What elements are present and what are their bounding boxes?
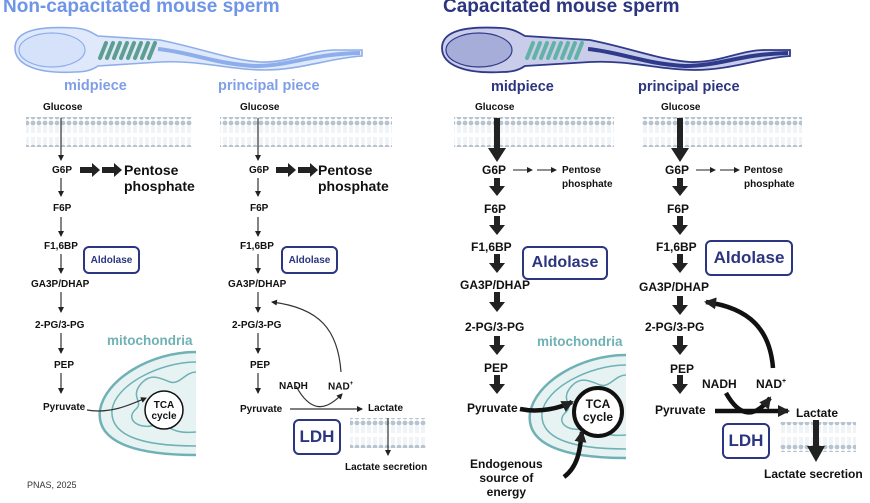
cofactor-nadh: NADH xyxy=(702,377,737,391)
tca-circle-left xyxy=(144,390,184,430)
enzyme-aldolase: Aldolase xyxy=(281,246,338,274)
endogenous-energy-label: Endogenous source of energy xyxy=(470,457,543,499)
enzyme-aldolase: Aldolase xyxy=(83,246,140,274)
metabolite-glucose: Glucose xyxy=(661,102,701,113)
metabolite-pyruvate: Pyruvate xyxy=(240,404,283,415)
metabolite-f16bp: F1,6BP xyxy=(44,241,78,252)
metabolite-2pg-3pg: 2-PG/3-PG xyxy=(465,320,525,334)
enzyme-aldolase: Aldolase xyxy=(705,240,793,276)
panel-title-capacitated: Capacitated mouse sperm xyxy=(443,0,680,17)
enzyme-aldolase: Aldolase xyxy=(522,246,608,280)
metabolite-f6p: F6P xyxy=(484,202,507,216)
sperm-illustration-capacitated xyxy=(441,26,791,74)
metabolite-ga3p-dhap: GA3P/DHAP xyxy=(228,279,287,290)
metabolite-ga3p-dhap: GA3P/DHAP xyxy=(31,279,90,290)
metabolite-2pg-3pg: 2-PG/3-PG xyxy=(232,320,282,331)
sperm-illustration-noncapacitated xyxy=(14,26,363,74)
pentose-phosphate-label: Pentose phosphate xyxy=(562,165,613,190)
metabolite-pep: PEP xyxy=(54,360,75,371)
metabolite-glucose: Glucose xyxy=(43,102,83,113)
pathway-arrows-right-principal xyxy=(671,118,825,462)
pentose-arrows-left-midpiece xyxy=(80,163,122,177)
pathway-arrows-right-midpiece xyxy=(488,118,506,394)
metabolite-f6p: F6P xyxy=(250,203,269,214)
metabolite-f16bp: F1,6BP xyxy=(471,240,512,254)
pentose-phosphate-label: Pentose phosphate xyxy=(124,162,195,194)
metabolite-pyruvate: Pyruvate xyxy=(655,403,706,417)
metabolite-pep: PEP xyxy=(250,360,271,371)
pentose-arrows-left-principal xyxy=(276,163,318,177)
mitochondria-label: mitochondria xyxy=(107,333,193,348)
lactate-secretion-label: Lactate secretion xyxy=(764,467,863,481)
membrane-right-principal xyxy=(642,117,802,147)
metabolite-f16bp: F1,6BP xyxy=(656,240,697,254)
metabolite-2pg-3pg: 2-PG/3-PG xyxy=(645,320,705,334)
lactate-secretion-label: Lactate secretion xyxy=(345,462,428,473)
cofactor-nadh: NADH xyxy=(279,381,308,392)
section-label-left-midpiece: midpiece xyxy=(64,78,127,94)
metabolite-f6p: F6P xyxy=(53,203,72,214)
mitochondria-label: mitochondria xyxy=(537,334,623,349)
metabolite-f16bp: F1,6BP xyxy=(240,241,274,252)
metabolite-pep: PEP xyxy=(670,362,695,376)
metabolite-pyruvate: Pyruvate xyxy=(467,401,518,415)
panel-title-noncapacitated: Non-capacitated mouse sperm xyxy=(3,0,280,17)
enzyme-ldh: LDH xyxy=(722,423,770,459)
tca-circle-right xyxy=(572,386,624,438)
metabolite-ga3p-dhap: GA3P/DHAP xyxy=(460,278,531,292)
cofactor-nad: NAD+ xyxy=(328,381,354,393)
tca-cycle-label: TCA cycle xyxy=(151,400,177,422)
pathway-arrows-left-midpiece xyxy=(58,118,147,412)
pentose-phosphate-label: Pentose phosphate xyxy=(318,162,389,194)
membrane-left-principal xyxy=(220,117,392,147)
metabolite-lactate: Lactate xyxy=(368,403,404,414)
ldh-arrows-right xyxy=(704,297,790,417)
metabolite-ga3p-dhap: GA3P/DHAP xyxy=(639,280,710,294)
metabolite-pep: PEP xyxy=(484,361,509,375)
tca-cycle-label: TCA cycle xyxy=(582,397,614,424)
tca-input-arrows-right xyxy=(519,399,587,479)
pathway-arrows-left-principal xyxy=(255,118,391,456)
cofactor-nad: NAD+ xyxy=(756,377,787,391)
metabolite-f6p: F6P xyxy=(667,202,690,216)
metabolite-glucose: Glucose xyxy=(475,102,515,113)
metabolite-lactate: Lactate xyxy=(796,406,839,420)
metabolite-2pg-3pg: 2-PG/3-PG xyxy=(35,320,85,331)
metabolite-pyruvate: Pyruvate xyxy=(43,402,86,413)
enzyme-ldh: LDH xyxy=(293,419,341,455)
metabolite-g6p: G6P xyxy=(249,165,270,176)
section-label-right-midpiece: midpiece xyxy=(491,79,554,95)
membrane-left-midpiece xyxy=(26,117,192,147)
citation: PNAS, 2025 xyxy=(27,480,77,490)
metabolite-g6p: G6P xyxy=(665,163,690,177)
section-label-left-principal: principal piece xyxy=(218,78,320,94)
metabolite-glucose: Glucose xyxy=(240,102,280,113)
membrane-right-midpiece xyxy=(454,117,614,147)
metabolite-g6p: G6P xyxy=(52,165,73,176)
pentose-phosphate-label: Pentose phosphate xyxy=(744,165,795,190)
section-label-right-principal: principal piece xyxy=(638,79,740,95)
metabolite-g6p: G6P xyxy=(482,163,507,177)
